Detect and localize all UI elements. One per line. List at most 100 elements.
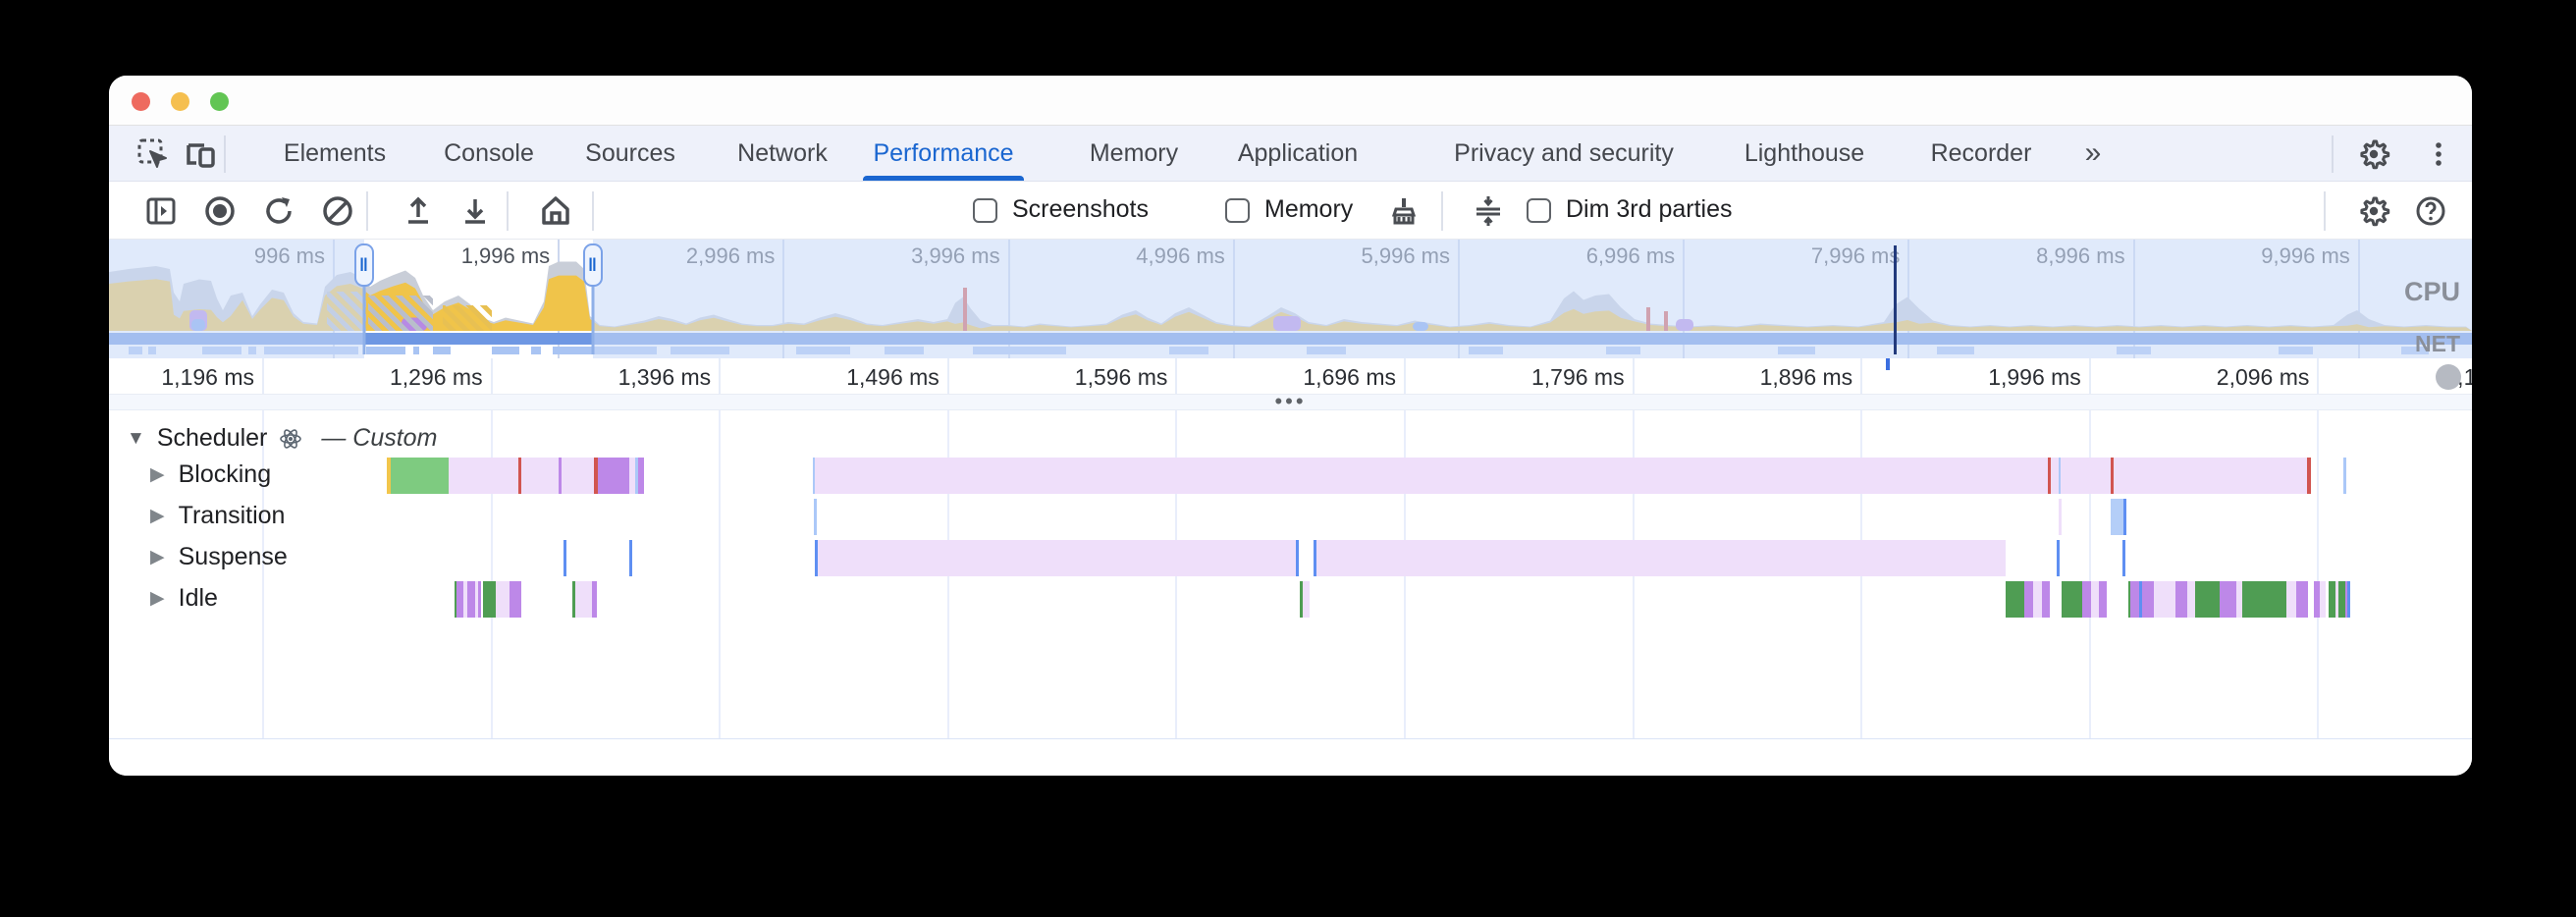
flame-event-blocking[interactable] xyxy=(2061,458,2111,494)
dim-3rd-parties-checkbox[interactable] xyxy=(1527,198,1551,223)
flame-event-idle[interactable] xyxy=(1303,581,1310,618)
tab-lighthouse[interactable]: Lighthouse xyxy=(1744,138,1865,167)
flame-event-blocking[interactable] xyxy=(391,458,449,494)
flame-event-idle[interactable] xyxy=(2320,581,2326,618)
flame-event-suspense[interactable] xyxy=(815,540,818,576)
flame-event-idle[interactable] xyxy=(2335,581,2338,618)
flame-event-idle[interactable] xyxy=(2286,581,2296,618)
flame-event-blocking[interactable] xyxy=(2114,458,2307,494)
flame-event-idle[interactable] xyxy=(2091,581,2099,618)
customize-kebab-icon[interactable] xyxy=(2422,137,2455,171)
flame-event-idle[interactable] xyxy=(2033,581,2042,618)
collapse-tracks-icon[interactable] xyxy=(1472,194,1505,228)
flame-event-suspense[interactable] xyxy=(1296,540,1299,576)
expand-triangle-icon[interactable]: ▶ xyxy=(150,588,165,609)
flame-event-idle[interactable] xyxy=(2006,581,2024,618)
flame-event-transition[interactable] xyxy=(814,499,817,535)
minimize-window-button[interactable] xyxy=(171,92,189,111)
flame-event-idle[interactable] xyxy=(2195,581,2220,618)
settings-gear-icon[interactable] xyxy=(2357,137,2390,171)
flame-event-blocking[interactable] xyxy=(629,458,635,494)
flame-event-blocking[interactable] xyxy=(521,458,559,494)
flame-event-idle[interactable] xyxy=(483,581,496,618)
home-live-metrics-icon[interactable] xyxy=(539,194,572,228)
flame-event-idle[interactable] xyxy=(475,581,478,618)
scrollbar-thumb[interactable] xyxy=(2436,364,2461,390)
expand-triangle-icon[interactable]: ▶ xyxy=(150,464,165,485)
flame-event-idle[interactable] xyxy=(1300,581,1303,618)
tab-privacy-and-security[interactable]: Privacy and security xyxy=(1454,138,1674,167)
flame-event-idle[interactable] xyxy=(2175,581,2187,618)
flame-event-blocking[interactable] xyxy=(2343,458,2346,494)
flame-event-transition[interactable] xyxy=(2111,499,2123,535)
flame-event-blocking[interactable] xyxy=(813,458,815,494)
timeline-overview[interactable]: 996 ms1,996 ms2,996 ms3,996 ms4,996 ms5,… xyxy=(109,240,2472,358)
flame-event-idle[interactable] xyxy=(463,581,467,618)
flame-event-idle[interactable] xyxy=(2345,581,2347,618)
flame-event-blocking[interactable] xyxy=(2051,458,2059,494)
flame-event-idle[interactable] xyxy=(2314,581,2320,618)
flame-event-suspense[interactable] xyxy=(2057,540,2060,576)
flame-event-suspense[interactable] xyxy=(564,540,566,576)
flame-event-idle[interactable] xyxy=(2347,581,2350,618)
flame-event-idle[interactable] xyxy=(2082,581,2091,618)
track-group-header-scheduler[interactable]: ▼Scheduler — Custom xyxy=(127,424,437,453)
flame-event-suspense[interactable] xyxy=(1316,540,2006,576)
tab-application[interactable]: Application xyxy=(1237,138,1359,167)
flame-event-blocking[interactable] xyxy=(638,458,644,494)
flame-event-blocking[interactable] xyxy=(598,458,629,494)
tab-sources[interactable]: Sources xyxy=(585,138,675,167)
clear-icon[interactable] xyxy=(321,194,354,228)
flame-event-blocking[interactable] xyxy=(815,458,2048,494)
track-row-label-suspense[interactable]: ▶Suspense xyxy=(150,543,288,570)
selection-handle-right[interactable]: ‖ xyxy=(583,243,603,287)
garbage-collect-icon[interactable] xyxy=(1387,194,1421,228)
selection-handle-left[interactable]: ‖ xyxy=(354,243,374,287)
flame-event-idle[interactable] xyxy=(572,581,575,618)
toggle-sidebar-icon[interactable] xyxy=(144,194,178,228)
flame-event-idle[interactable] xyxy=(478,581,481,618)
flame-event-blocking[interactable] xyxy=(2048,458,2051,494)
flame-event-idle[interactable] xyxy=(592,581,597,618)
flame-event-idle[interactable] xyxy=(2099,581,2107,618)
flame-event-blocking[interactable] xyxy=(559,458,562,494)
flame-event-idle[interactable] xyxy=(2220,581,2236,618)
splitter-grip-icon[interactable]: ••• xyxy=(1274,389,1307,413)
flame-event-idle[interactable] xyxy=(2128,581,2130,618)
flame-event-suspense[interactable] xyxy=(629,540,632,576)
flame-event-idle[interactable] xyxy=(2236,581,2242,618)
upload-profile-icon[interactable] xyxy=(402,194,435,228)
flame-chart-tracks[interactable]: ▼Scheduler — Custom▶Blocking▶Transition▶… xyxy=(109,410,2472,738)
device-toolbar-icon[interactable] xyxy=(184,137,217,171)
flame-event-idle[interactable] xyxy=(2142,581,2154,618)
flame-event-blocking[interactable] xyxy=(387,458,391,494)
flame-event-idle[interactable] xyxy=(510,581,521,618)
flame-event-blocking[interactable] xyxy=(2059,458,2061,494)
flame-event-idle[interactable] xyxy=(455,581,456,618)
record-icon[interactable] xyxy=(203,194,237,228)
flame-event-idle[interactable] xyxy=(2187,581,2195,618)
flame-event-idle[interactable] xyxy=(2242,581,2286,618)
flame-event-idle[interactable] xyxy=(2130,581,2139,618)
tab-network[interactable]: Network xyxy=(737,138,828,167)
inspect-icon[interactable] xyxy=(136,137,170,171)
flame-event-idle[interactable] xyxy=(2139,581,2142,618)
flame-event-suspense[interactable] xyxy=(818,540,1296,576)
tab-elements[interactable]: Elements xyxy=(283,138,387,167)
flame-event-blocking[interactable] xyxy=(518,458,521,494)
expand-triangle-icon[interactable]: ▶ xyxy=(150,506,165,526)
download-profile-icon[interactable] xyxy=(458,194,492,228)
flame-event-blocking[interactable] xyxy=(562,458,594,494)
flame-event-idle[interactable] xyxy=(575,581,592,618)
screenshots-checkbox[interactable] xyxy=(973,198,997,223)
help-icon[interactable] xyxy=(2414,194,2447,228)
memory-checkbox[interactable] xyxy=(1225,198,1250,223)
flame-event-transition[interactable] xyxy=(2059,499,2062,535)
flame-event-idle[interactable] xyxy=(2024,581,2033,618)
flame-event-idle[interactable] xyxy=(496,581,510,618)
flame-event-transition[interactable] xyxy=(2123,499,2126,535)
flame-event-blocking[interactable] xyxy=(635,458,638,494)
track-row-label-idle[interactable]: ▶Idle xyxy=(150,584,218,612)
expand-triangle-icon[interactable]: ▶ xyxy=(150,547,165,567)
tab-performance[interactable]: Performance xyxy=(873,138,1014,167)
